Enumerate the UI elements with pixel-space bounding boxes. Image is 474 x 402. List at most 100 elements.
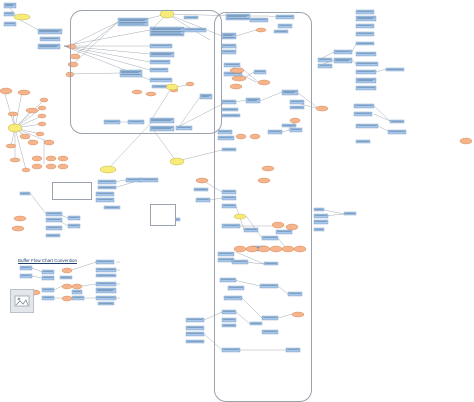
process-node <box>149 125 175 132</box>
data-node <box>261 165 275 172</box>
data-node <box>131 89 143 95</box>
note-panel-left <box>52 182 92 200</box>
process-node <box>185 325 205 331</box>
process-node <box>199 93 213 100</box>
process-node <box>221 203 237 209</box>
process-node <box>313 213 329 219</box>
data-node <box>35 131 45 137</box>
process-node <box>221 32 237 40</box>
decision-node <box>99 165 117 174</box>
process-node <box>355 41 375 46</box>
process-node <box>221 49 237 55</box>
data-node <box>315 105 329 112</box>
process-node <box>355 51 377 57</box>
process-node <box>221 317 237 323</box>
process-node <box>41 275 55 281</box>
process-node <box>289 99 305 105</box>
connector-line <box>281 129 291 133</box>
main-process-group-frame <box>214 12 312 402</box>
process-node <box>285 347 301 353</box>
process-node <box>221 107 239 112</box>
connector-line <box>166 13 211 41</box>
process-node <box>275 229 293 235</box>
process-node <box>281 89 299 96</box>
process-node <box>389 119 405 124</box>
process-node <box>45 225 63 231</box>
connector-line <box>29 192 47 215</box>
upper-left-group-frame <box>70 10 222 134</box>
process-node <box>217 251 235 257</box>
data-node <box>293 245 307 253</box>
connector-line <box>31 267 43 273</box>
data-node <box>229 83 243 90</box>
data-node <box>285 223 299 231</box>
connector-line <box>3 90 16 129</box>
data-node <box>145 91 157 97</box>
process-node <box>245 97 261 104</box>
process-node <box>221 223 241 229</box>
process-node <box>223 62 241 68</box>
data-node <box>11 225 25 232</box>
connector-line <box>245 215 263 239</box>
connector-line <box>14 127 27 171</box>
process-node <box>355 23 375 29</box>
connector-line <box>377 125 389 132</box>
connector-line <box>241 297 263 319</box>
data-node <box>291 311 305 318</box>
process-node <box>95 273 117 278</box>
process-node <box>227 285 245 291</box>
data-node <box>5 143 17 149</box>
process-node <box>41 287 55 293</box>
process-node <box>317 63 333 69</box>
process-node <box>219 277 237 283</box>
connector-line <box>373 113 391 122</box>
data-node <box>231 75 247 82</box>
process-node <box>3 21 17 27</box>
connector-line <box>81 283 97 287</box>
data-node <box>195 177 209 184</box>
data-node <box>45 155 57 162</box>
data-node <box>185 81 195 87</box>
connector-line <box>233 279 261 287</box>
process-node <box>3 11 15 17</box>
process-node <box>287 291 303 297</box>
connector-line <box>71 261 97 271</box>
process-node <box>41 295 55 301</box>
connector-line <box>267 15 277 18</box>
connector-line <box>323 209 345 215</box>
connector-line <box>203 311 223 321</box>
data-node <box>57 155 69 162</box>
process-node <box>243 227 259 233</box>
data-node <box>45 163 57 170</box>
process-node <box>19 191 31 196</box>
process-node <box>45 211 63 217</box>
data-node <box>235 133 247 140</box>
data-node <box>271 221 285 229</box>
process-node <box>355 123 379 129</box>
process-node <box>221 323 237 328</box>
process-node <box>183 15 199 20</box>
connector-line <box>73 21 119 57</box>
data-node <box>249 133 261 140</box>
data-node <box>71 283 83 290</box>
data-node <box>289 117 301 124</box>
connector-line <box>66 21 119 48</box>
process-node <box>149 26 185 37</box>
data-node <box>43 139 55 146</box>
process-node <box>343 211 357 216</box>
process-node <box>261 235 279 241</box>
process-node <box>37 28 63 35</box>
process-node <box>313 219 329 225</box>
process-node <box>149 59 171 65</box>
process-node <box>223 295 243 301</box>
connector-line <box>31 275 43 279</box>
process-node <box>45 217 63 223</box>
connector-line <box>69 72 121 75</box>
process-node <box>221 347 241 353</box>
process-node <box>37 43 61 50</box>
decision-node <box>165 83 179 91</box>
process-node <box>103 119 121 125</box>
process-node <box>249 321 263 326</box>
process-node <box>97 185 117 190</box>
